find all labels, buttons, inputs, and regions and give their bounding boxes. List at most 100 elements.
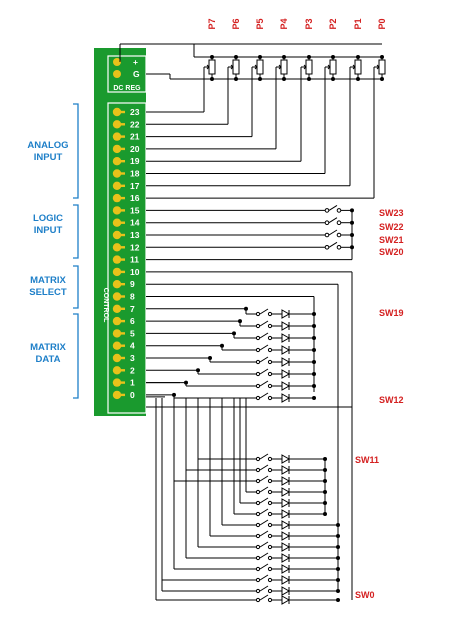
switch-contact [324,208,330,213]
junction-dot [336,589,340,593]
switch-contact [255,371,261,377]
pin-3: 3 [112,353,135,363]
pot-label-p6: P6 [231,18,241,29]
power-pin-plus: + [113,57,138,67]
pin-label: 14 [130,218,140,228]
pin-0: 0 [112,390,135,400]
pin-label: 15 [130,205,140,215]
pin-tab [121,209,125,212]
switch-blade [259,574,269,581]
junction-dot [336,578,340,582]
pin-12: 12 [112,242,140,252]
pin-label: 2 [130,365,135,375]
pin-pad [112,390,122,400]
switch-contact [336,208,342,213]
pin-label: 3 [130,353,135,363]
switch-label-sw20: SW20 [379,247,404,257]
junction-dot [323,512,327,516]
pin-pad [112,341,122,350]
switch-contact [267,347,273,353]
diode-body [281,476,291,486]
switch-blade [259,475,269,482]
switch-contact [255,478,261,484]
matrix-switch-lower-12 [162,585,340,596]
matrix-switch-upper-5 [198,368,316,379]
switch-contact [255,566,261,572]
switch-blade [328,217,338,224]
pin-label: 13 [130,230,140,240]
diode-body [281,381,291,391]
switch-blade [259,497,269,504]
switch-contact [255,335,261,341]
pin-11: 11 [112,255,139,265]
pin-tab [121,246,125,249]
switch-blade [259,332,269,339]
pin-tab [121,344,125,347]
pin-7: 7 [112,304,135,314]
pin-tab [121,147,125,151]
switch-contact [255,597,261,603]
switch-blade [259,368,269,375]
switch-blade [259,486,269,493]
potentiometer-p3 [301,57,313,79]
pot-label-p0: P0 [377,18,387,29]
matrix-switch-lower-4 [240,497,327,508]
junction-dot [350,220,354,225]
matrix-switch-upper-7 [174,392,316,403]
pin-tab [121,332,125,335]
pin-20: 20 [112,144,140,154]
pot-label-p7: P7 [207,18,217,29]
switch-contact [267,359,273,365]
switch-contact [267,577,273,583]
matrix-switch-lower-3 [246,486,327,497]
pin-tab [121,258,125,261]
matrix-switch-lower-6 [222,519,340,530]
pot-label-p1: P1 [353,18,363,29]
pin-label: 6 [130,316,135,326]
junction-dot [336,556,340,560]
switch-label-sw22: SW22 [379,222,404,232]
switch-sw22 [324,217,342,225]
power-pin-plus-label: + [133,57,138,67]
switch-contact [255,511,261,517]
switch-label-sw23: SW23 [379,208,404,218]
switch-contact [255,544,261,550]
junction-dot [380,77,384,81]
pot-body [354,59,362,75]
potentiometer-p1 [350,57,362,79]
pin-pad [112,132,122,141]
pin-14: 14 [112,218,140,228]
pin-21: 21 [112,132,140,142]
pin-label: 16 [130,193,140,203]
junction-dot [356,77,360,81]
switch-contact [255,359,261,365]
pin-label: 19 [130,156,140,166]
switch-contact [267,511,273,517]
switch-blade [328,241,338,248]
pin-pad [112,107,122,117]
diode-body [281,520,291,530]
pin-pad [112,230,122,240]
switch-blade [259,356,269,363]
switch-blade [259,464,269,471]
power-pin-ground-label: G [133,69,140,79]
switch-contact [267,311,273,317]
pin-tab [121,381,125,384]
pin-tab [121,393,125,397]
pot-body [256,59,264,75]
potentiometer-p2 [325,57,337,79]
pin-10: 10 [112,267,140,277]
switch-contact [267,456,273,462]
bracket-matrix-data [73,313,79,399]
pin-tab [121,270,125,274]
pin-tab [121,369,125,372]
pin-tab [121,196,125,200]
matrix-switch-lower-8 [198,541,340,552]
junction-dot [208,356,212,360]
switch-contact [267,533,273,539]
pin-label: 4 [130,341,135,351]
group-label-matrix-select-1: MATRIX [30,275,66,286]
pin-pad [112,144,122,154]
switch-contact [336,220,342,225]
